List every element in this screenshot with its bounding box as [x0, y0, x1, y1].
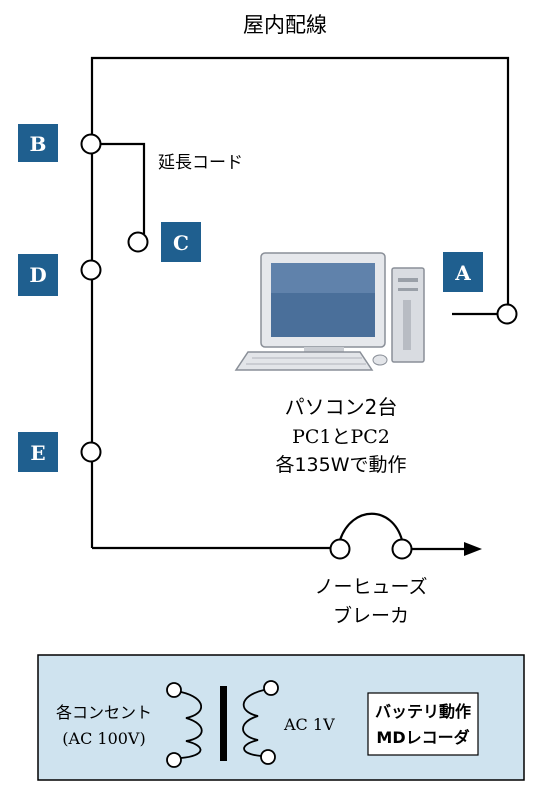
arrow-icon — [464, 542, 482, 556]
primary-terminal-top — [166, 682, 182, 698]
breaker-switch-arc — [338, 512, 404, 541]
outlet-e — [80, 441, 102, 463]
panel-voltage-label: (AC 100V) — [62, 729, 145, 748]
md-recorder-label-line1: バッテリ動作 — [375, 702, 471, 721]
outlet-c — [127, 231, 149, 253]
badge-a-label: A — [454, 261, 471, 285]
panel-output-voltage: AC 1V — [283, 715, 335, 734]
primary-coil-icon — [180, 691, 203, 759]
badge-c: C — [161, 222, 201, 262]
breaker-terminal-left — [329, 538, 351, 560]
secondary-terminal-bottom — [260, 749, 276, 765]
diagram-title: 屋内配線 — [243, 13, 327, 37]
main-wire-loop — [90, 56, 510, 548]
badge-c-label: C — [173, 231, 189, 255]
badge-e-label: E — [30, 441, 45, 465]
pc-label-line2: PC1とPC2 — [292, 426, 390, 448]
pc-label-line1: パソコン2台 — [285, 395, 398, 419]
pc-label-line3: 各135Wで動作 — [275, 454, 406, 476]
extension-cord-label: 延長コード — [158, 153, 243, 173]
secondary-terminal-top — [263, 680, 279, 696]
breaker-label-line1: ノーヒューズ — [314, 576, 427, 598]
badge-e: E — [18, 432, 58, 472]
badge-b-label: B — [30, 132, 47, 156]
transformer-panel: 各コンセント (AC 100V) AC 1V バッテリ動作 MDレコーダ — [37, 654, 525, 781]
badge-d-label: D — [29, 263, 46, 287]
primary-terminal-bottom — [166, 752, 182, 768]
badge-d: D — [18, 254, 58, 296]
extension-cord-wire — [101, 142, 146, 234]
breaker-terminal-right — [391, 538, 413, 560]
panel-outlet-label: 各コンセント — [56, 703, 152, 722]
breaker-label-line2: ブレーカ — [333, 604, 409, 627]
computer-icon — [234, 252, 425, 371]
md-recorder-box — [367, 692, 479, 756]
badge-b: B — [18, 124, 58, 162]
secondary-coil-icon — [242, 689, 265, 757]
badge-a: A — [443, 252, 483, 292]
transformer-core — [220, 686, 227, 761]
md-recorder-label-line2: MDレコーダ — [376, 728, 469, 747]
outlet-b — [80, 133, 102, 155]
outlet-a — [496, 303, 518, 325]
outlet-d — [80, 259, 102, 281]
